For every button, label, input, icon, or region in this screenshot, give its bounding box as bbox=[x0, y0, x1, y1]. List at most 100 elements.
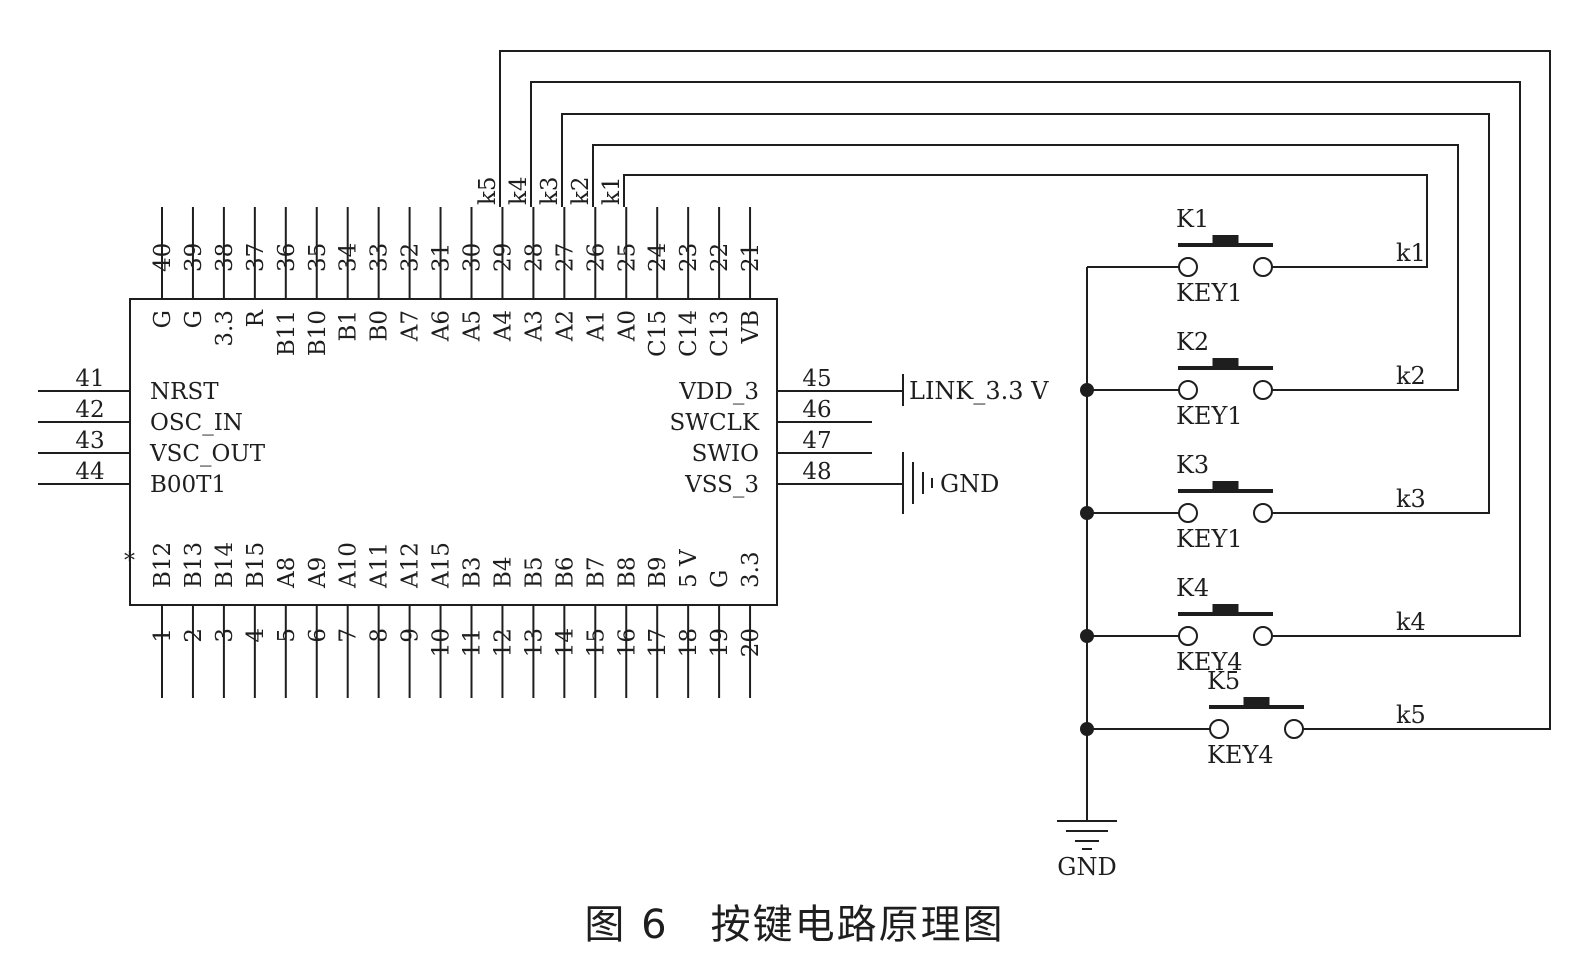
top-pin-number: 29 bbox=[490, 243, 516, 272]
bottom-pin-name: A11 bbox=[367, 542, 393, 589]
bottom-pin-name: A12 bbox=[398, 542, 424, 589]
bottom-pin-number: 3 bbox=[212, 628, 238, 643]
right-pin-name: VSS_3 bbox=[684, 472, 759, 498]
switch-right-terminal bbox=[1253, 503, 1273, 523]
top-pin-number: 39 bbox=[181, 243, 207, 272]
left-pin-name: VSC_OUT bbox=[149, 441, 266, 467]
top-pin-name: VB bbox=[738, 310, 764, 345]
top-pin-name: A1 bbox=[583, 310, 609, 342]
top-pin-name: A5 bbox=[460, 310, 486, 342]
bottom-pin-number: 13 bbox=[521, 628, 547, 657]
top-pin-number: 38 bbox=[212, 243, 238, 272]
switch-button-cap bbox=[1212, 604, 1239, 615]
top-pin-name: C14 bbox=[676, 310, 702, 357]
switch-right-terminal bbox=[1253, 257, 1273, 277]
top-pin-number: 35 bbox=[305, 243, 331, 272]
left-pin-number: 41 bbox=[75, 366, 104, 392]
switch-button-cap bbox=[1212, 481, 1239, 492]
top-pin-number: 27 bbox=[552, 243, 578, 272]
switch-ref-label: K2 bbox=[1176, 328, 1209, 356]
mcu-top-pins: 40G39G383.337R36B1135B1034B133B032A731A6… bbox=[150, 207, 764, 357]
switch-ref-label: K1 bbox=[1176, 205, 1209, 233]
right-pin-number: 48 bbox=[802, 459, 831, 485]
bottom-pin-name: A10 bbox=[336, 542, 362, 589]
left-pin-name: OSC_IN bbox=[150, 410, 243, 436]
switch-part-label: KEY4 bbox=[1207, 741, 1274, 769]
switch-right-terminal bbox=[1253, 380, 1273, 400]
top-pin-number: 28 bbox=[521, 243, 547, 272]
bottom-pin-number: 12 bbox=[490, 628, 516, 657]
net-label: k1 bbox=[599, 176, 625, 205]
ground-label: GND bbox=[1057, 853, 1116, 881]
net-label: k3 bbox=[537, 176, 563, 205]
bottom-pin-name: B15 bbox=[243, 542, 269, 588]
top-pin-number: 24 bbox=[645, 243, 671, 272]
top-pin-name: A7 bbox=[398, 310, 424, 342]
top-pin-name: R bbox=[243, 309, 269, 327]
bottom-pin-number: 15 bbox=[583, 628, 609, 657]
left-pin-number: 44 bbox=[75, 459, 104, 485]
bottom-pin-number: 4 bbox=[243, 628, 269, 643]
switch-left-terminal bbox=[1178, 380, 1198, 400]
right-pin-name: SWIO bbox=[692, 441, 759, 467]
bottom-pin-number: 9 bbox=[398, 628, 424, 643]
bottom-pin-name: B5 bbox=[521, 556, 547, 588]
bottom-pin-number: 6 bbox=[305, 628, 331, 643]
switch-button-cap bbox=[1212, 235, 1239, 246]
bottom-pin-name: B14 bbox=[212, 542, 238, 588]
bottom-pin-name: B9 bbox=[645, 556, 671, 588]
bottom-pin-number: 17 bbox=[645, 628, 671, 657]
left-pin-name: NRST bbox=[150, 379, 219, 405]
top-pin-number: 36 bbox=[274, 243, 300, 272]
bottom-pin-number: 16 bbox=[614, 628, 640, 657]
switch-button-cap bbox=[1243, 697, 1270, 708]
top-pin-name: C15 bbox=[645, 310, 671, 357]
top-pin-name: A2 bbox=[552, 310, 578, 342]
bottom-pin-number: 18 bbox=[676, 628, 702, 657]
switch-part-label: KEY4 bbox=[1176, 648, 1243, 676]
left-pin-number: 43 bbox=[75, 428, 104, 454]
top-pin-name: G bbox=[150, 310, 176, 328]
top-pin-name: B11 bbox=[274, 310, 300, 356]
top-pin-number: 33 bbox=[367, 243, 393, 272]
top-pin-number: 22 bbox=[707, 243, 733, 272]
bottom-pin-name: 5 V bbox=[676, 549, 702, 588]
top-pin-name: G bbox=[181, 310, 207, 328]
top-pin-number: 34 bbox=[336, 243, 362, 272]
bottom-pin-number: 19 bbox=[707, 628, 733, 657]
top-pin-name: A0 bbox=[614, 310, 640, 342]
bottom-pin-number: 8 bbox=[367, 628, 393, 643]
switch-net-label: k2 bbox=[1396, 362, 1426, 390]
switch-ref-label: K4 bbox=[1176, 574, 1209, 602]
switch-part-label: KEY1 bbox=[1176, 402, 1243, 430]
bottom-pin-name: G bbox=[707, 570, 733, 588]
top-pin-number: 25 bbox=[614, 243, 640, 272]
switch-right-terminal bbox=[1284, 719, 1304, 739]
switch-part-label: KEY1 bbox=[1176, 279, 1243, 307]
power-label: LINK_3.3 V bbox=[909, 377, 1049, 405]
top-pin-number: 26 bbox=[583, 243, 609, 272]
switch-ref-label: K3 bbox=[1176, 451, 1209, 479]
bottom-pin-number: 14 bbox=[552, 628, 578, 657]
switch-net-label: k3 bbox=[1396, 485, 1426, 513]
bottom-pin-number: 1 bbox=[150, 628, 176, 643]
switch-left-terminal bbox=[1209, 719, 1229, 739]
top-pin-name: B1 bbox=[336, 310, 362, 342]
left-pin-number: 42 bbox=[75, 397, 104, 423]
right-pin-number: 47 bbox=[802, 428, 831, 454]
bottom-pin-name: B6 bbox=[552, 556, 578, 588]
bottom-pin-name: 3.3 bbox=[738, 551, 764, 588]
top-pin-name: C13 bbox=[707, 310, 733, 357]
net-label: k2 bbox=[568, 176, 594, 205]
top-pin-number: 23 bbox=[676, 243, 702, 272]
switch-left-terminal bbox=[1178, 626, 1198, 646]
